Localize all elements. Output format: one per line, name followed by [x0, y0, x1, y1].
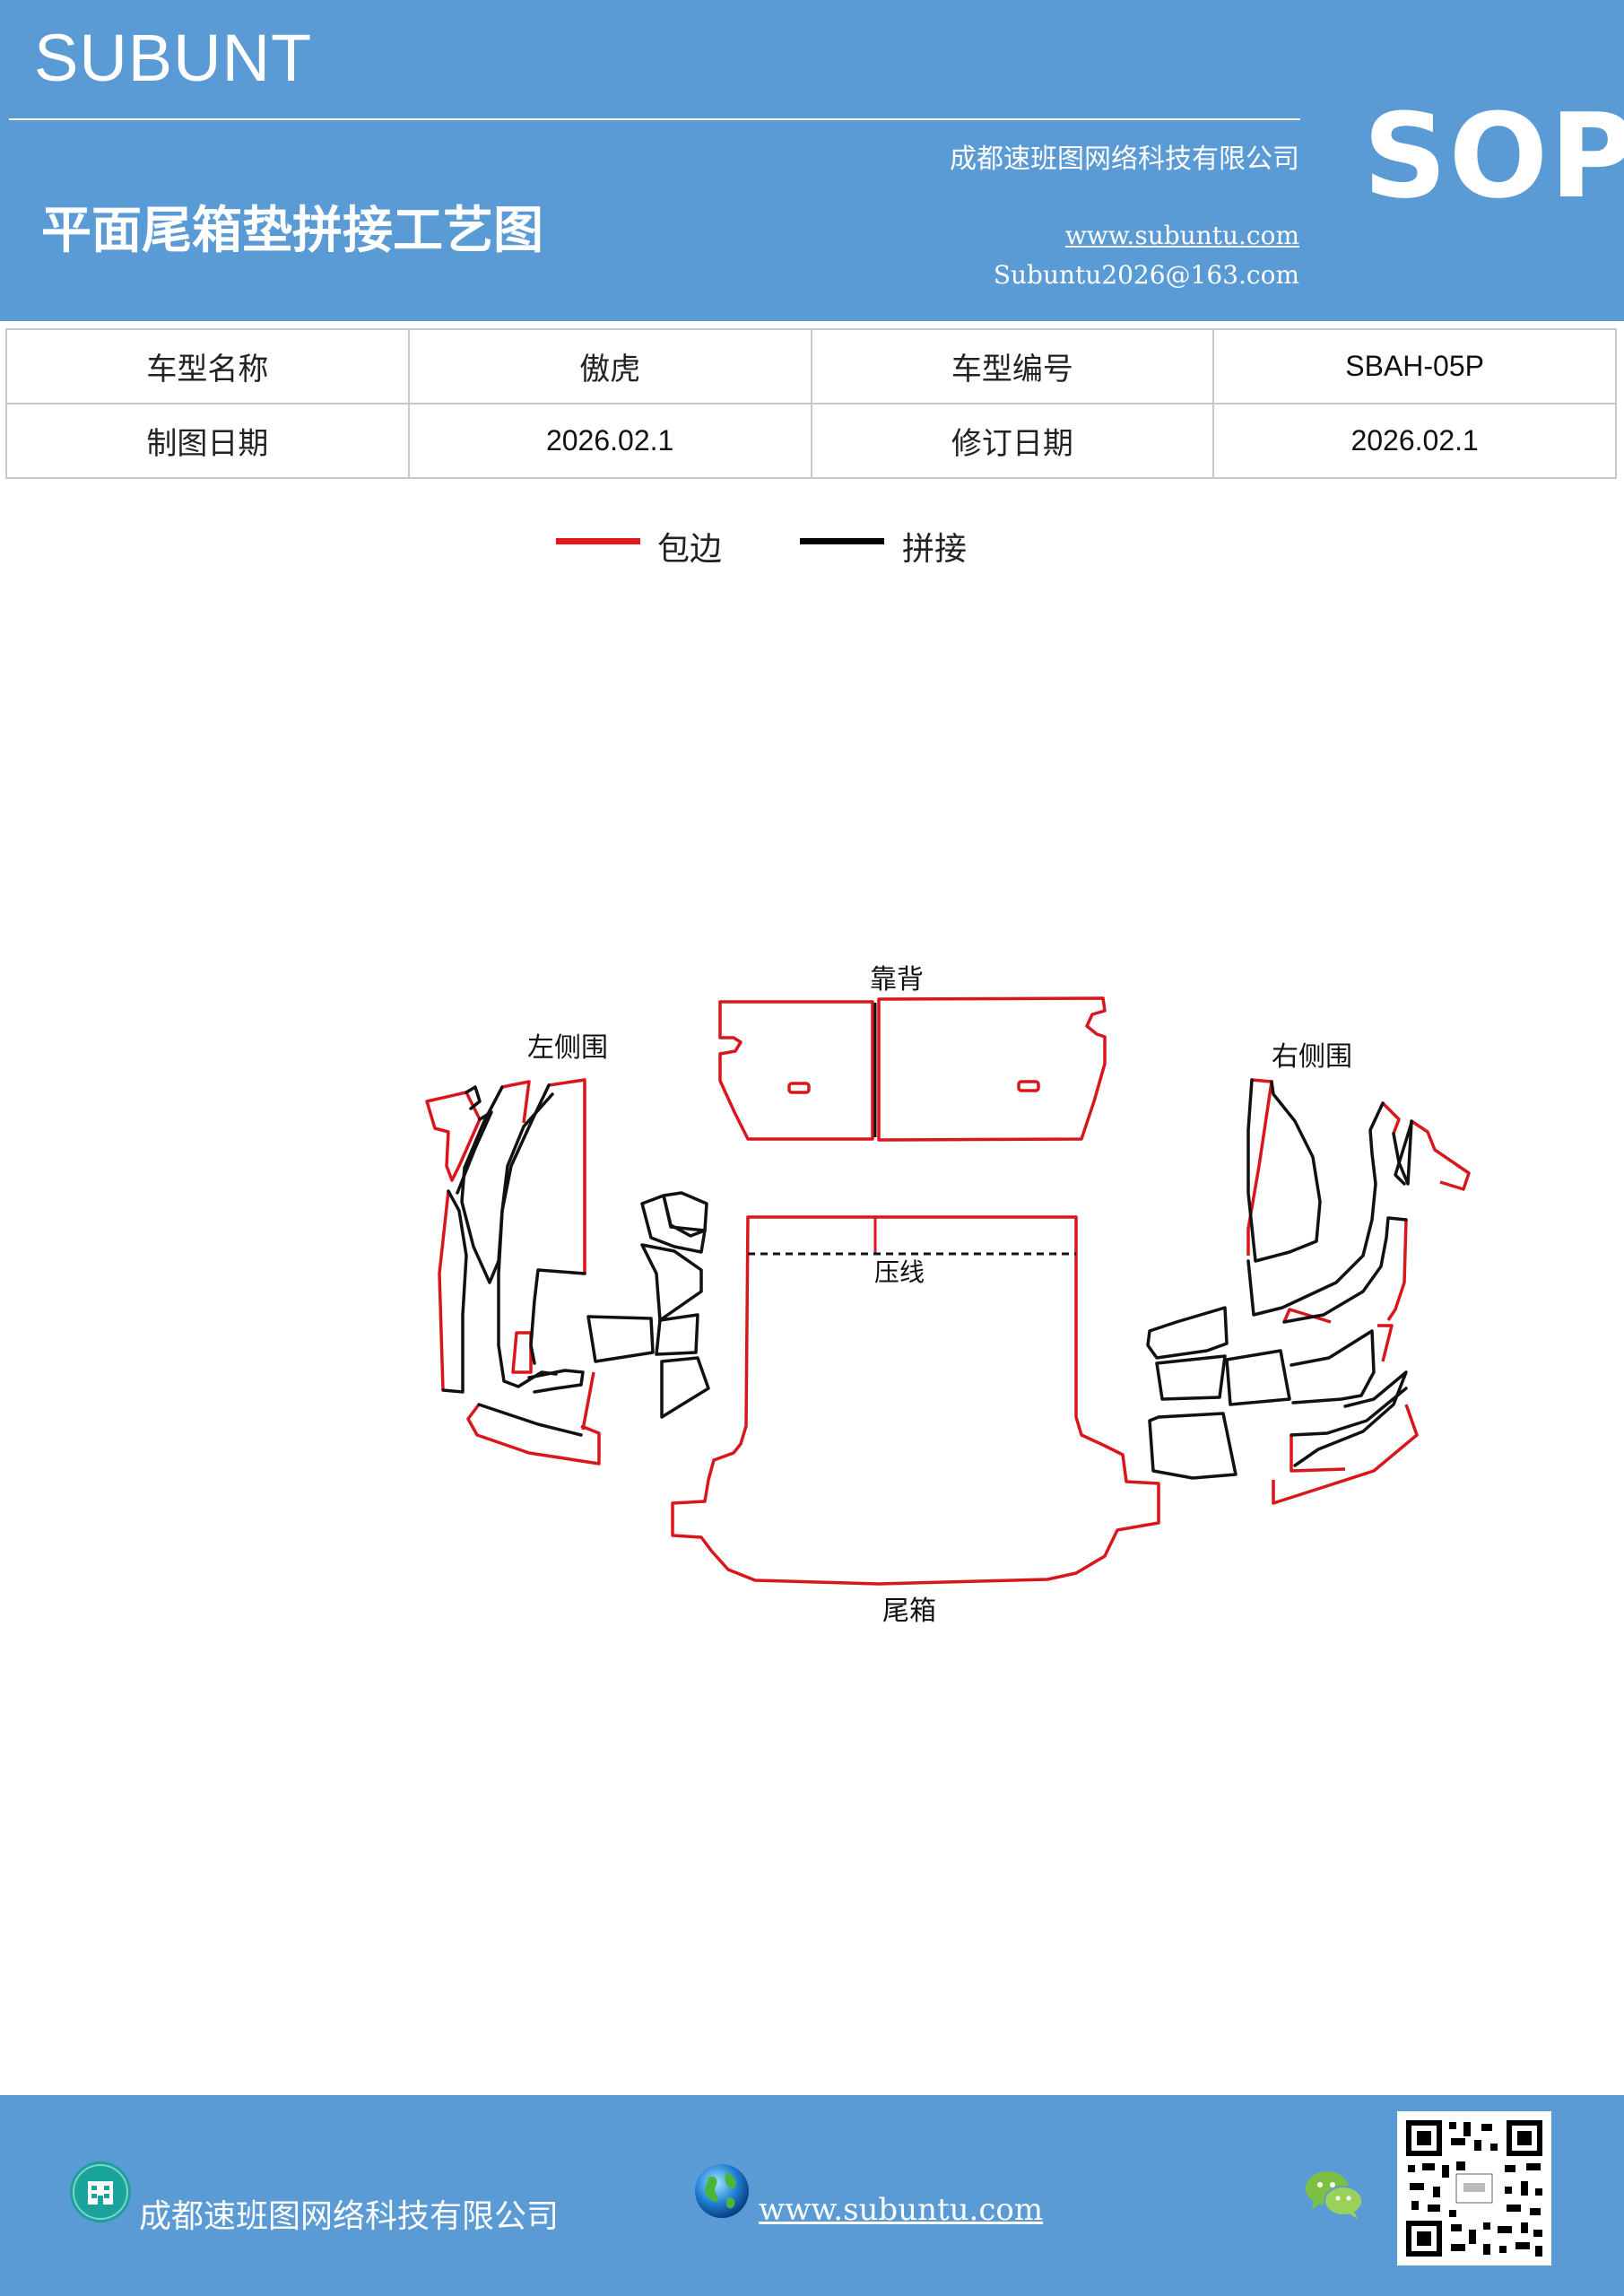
- legend-edge-label: 包边: [657, 531, 723, 568]
- wechat-icon: [1304, 2169, 1365, 2221]
- left-side-edges: [425, 1078, 601, 1465]
- crease-label: 压线: [874, 1257, 925, 1287]
- legend: 包边 拼接: [0, 516, 1624, 578]
- header-company: 成都速班图网络科技有限公司: [950, 144, 1299, 175]
- legend-seam-label: 拼接: [902, 531, 968, 568]
- draw-date-label: 制图日期: [5, 403, 410, 479]
- model-code-value: SBAH-05P: [1212, 328, 1617, 404]
- footer-website-link[interactable]: www.subuntu.com: [759, 2192, 1044, 2228]
- right-side-edges: [1246, 1078, 1471, 1505]
- backrest-label: 靠背: [870, 964, 924, 996]
- trunk-panel: [671, 1215, 1160, 1586]
- brand-name: SUBUNT: [34, 21, 313, 95]
- left-side-label: 左侧围: [527, 1032, 608, 1064]
- right-side-seams: [1146, 1078, 1413, 1480]
- table-row: 制图日期 2026.02.1 修订日期 2026.02.1: [5, 403, 1617, 479]
- revision-date-label: 修订日期: [810, 403, 1215, 479]
- trunk-label: 尾箱: [882, 1596, 936, 1627]
- header-website-link[interactable]: www.subuntu.com: [1064, 221, 1299, 250]
- model-name-label: 车型名称: [5, 328, 410, 404]
- draw-date-value: 2026.02.1: [407, 403, 812, 479]
- qr-code[interactable]: [1397, 2111, 1551, 2266]
- page-title: 平面尾箱垫拼接工艺图: [41, 202, 543, 260]
- vehicle-info-table: 车型名称 傲虎 车型编号 SBAH-05P 制图日期 2026.02.1 修订日…: [5, 328, 1617, 479]
- model-name-value: 傲虎: [407, 328, 812, 404]
- legend-edge-swatch: [556, 538, 640, 544]
- header-email[interactable]: Subuntu2026@163.com: [993, 260, 1299, 290]
- legend-seam-swatch: [800, 538, 884, 544]
- globe-icon: [692, 2161, 751, 2221]
- header-divider: [9, 118, 1300, 120]
- footer-company: 成都速班图网络科技有限公司: [139, 2198, 560, 2235]
- sop-badge: SOP: [1363, 88, 1624, 224]
- model-code-label: 车型编号: [810, 328, 1215, 404]
- revision-date-value: 2026.02.1: [1212, 403, 1617, 479]
- right-side-label: 右侧围: [1272, 1041, 1352, 1073]
- footer-banner: 成都速班图网络科技有限公司 www.subuntu.com: [0, 2095, 1624, 2296]
- backrest-panels: [718, 996, 1107, 1142]
- header-banner: SUBUNT 成都速班图网络科技有限公司 平面尾箱垫拼接工艺图 www.subu…: [0, 0, 1624, 321]
- building-icon: [70, 2161, 131, 2222]
- table-row: 车型名称 傲虎 车型编号 SBAH-05P: [5, 328, 1617, 404]
- pattern-diagram: 靠背 左侧围 右侧围 压线 尾箱: [425, 964, 1471, 1627]
- left-side-seams: [441, 1083, 710, 1437]
